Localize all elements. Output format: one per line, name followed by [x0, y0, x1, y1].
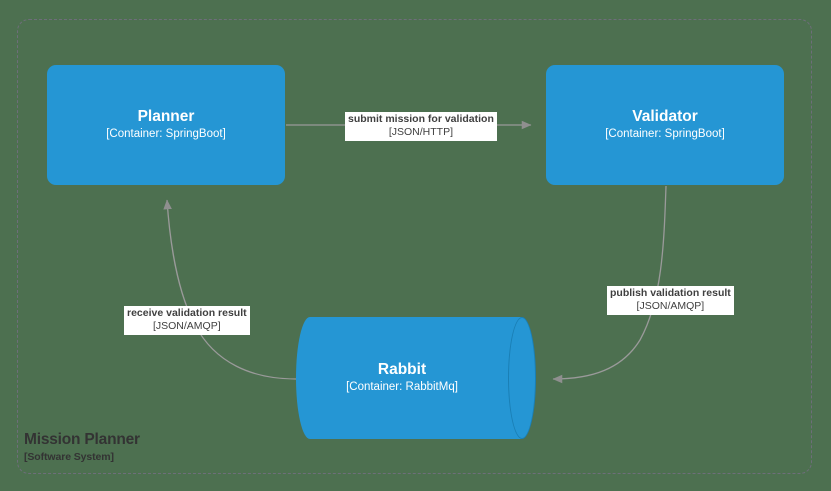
system-boundary-subtitle: [Software System] — [24, 451, 114, 464]
container-validator-text: Validator [Container: SpringBoot] — [546, 107, 784, 143]
system-boundary-title: Mission Planner — [24, 431, 140, 448]
edge-label-publish-validation-result: publish validation result [JSON/AMQP] — [607, 286, 734, 316]
container-validator[interactable]: Validator [Container: SpringBoot] — [546, 65, 784, 185]
container-rabbit-name: Rabbit — [377, 361, 427, 379]
edge-label-submit-mission-for-validation: submit mission for validation [JSON/HTTP… — [345, 112, 497, 142]
container-planner-name: Planner — [137, 108, 195, 126]
container-planner-text: Planner [Container: SpringBoot] — [47, 107, 285, 143]
edge-label-submit-text: submit mission for validation — [348, 113, 494, 125]
container-planner[interactable]: Planner [Container: SpringBoot] — [47, 65, 285, 185]
edge-label-publish-text: publish validation result — [610, 287, 731, 299]
edge-label-submit-technology: [JSON/HTTP] — [388, 126, 454, 139]
container-validator-name: Validator — [632, 108, 698, 126]
system-boundary-label: Mission Planner [Software System] — [24, 430, 140, 465]
container-validator-technology: [Container: SpringBoot] — [605, 128, 725, 141]
edge-label-publish-technology: [JSON/AMQP] — [636, 300, 705, 313]
container-rabbit[interactable]: Rabbit [Container: RabbitMq] — [296, 317, 536, 439]
edge-label-receive-validation-result: receive validation result [JSON/AMQP] — [124, 306, 250, 336]
cylinder-body — [310, 317, 522, 439]
edge-label-receive-text: receive validation result — [127, 307, 247, 319]
edge-label-receive-technology: [JSON/AMQP] — [152, 320, 221, 333]
container-planner-technology: [Container: SpringBoot] — [106, 128, 226, 141]
system-boundary — [17, 19, 812, 474]
container-rabbit-technology: [Container: RabbitMq] — [346, 381, 458, 394]
container-rabbit-text: Rabbit [Container: RabbitMq] — [296, 360, 508, 396]
cylinder-right-cap — [508, 317, 536, 439]
